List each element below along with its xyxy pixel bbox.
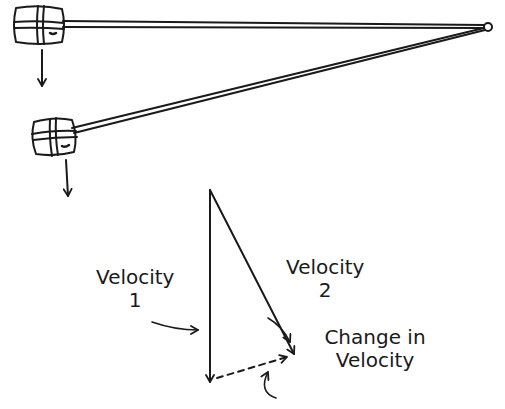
velocity-2-vector [210, 190, 294, 354]
vector-label: Change in Velocity [300, 326, 450, 372]
change-vector [217, 357, 287, 378]
velocity-1-vector [209, 190, 211, 382]
lower-package [32, 118, 77, 156]
vector-label: Velocity 1 [96, 266, 174, 312]
vector-label: Velocity 2 [286, 256, 364, 302]
velocity-arrow [66, 160, 68, 196]
leader-arrow [152, 322, 198, 330]
upper-package [14, 6, 64, 44]
lower-rod [72, 28, 485, 133]
upper-rod [63, 21, 484, 28]
velocity-arrow [41, 50, 43, 86]
leader-arrow [264, 372, 276, 398]
leader-arrow [268, 318, 290, 342]
